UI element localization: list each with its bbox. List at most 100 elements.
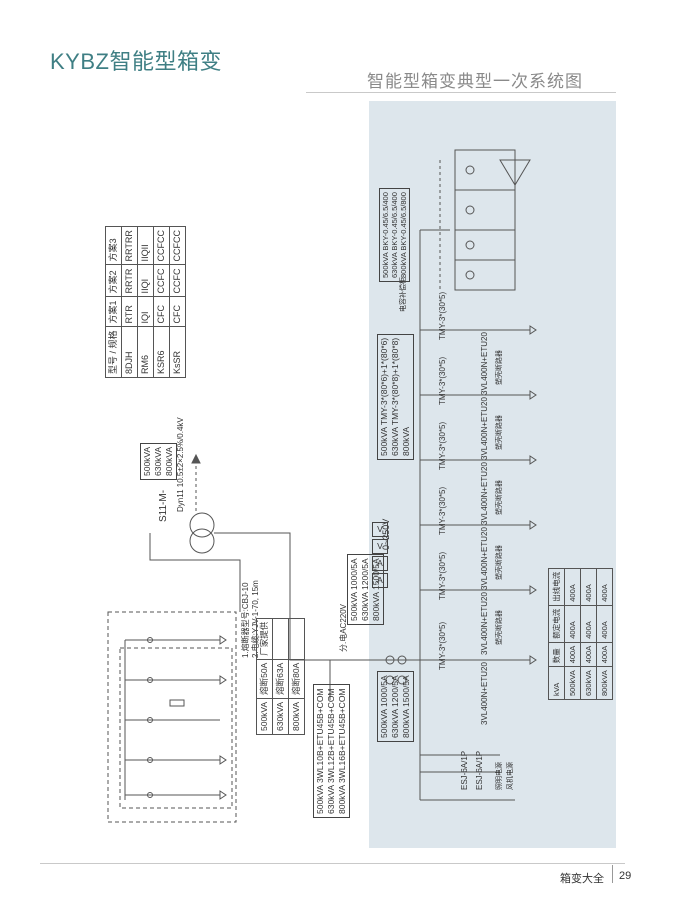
hv-fuse-table: 500kVA 熔断50A 厂家提供 630kVA 熔断63A 800kVA 熔断… xyxy=(256,618,305,735)
busbar-line: 800kVA xyxy=(401,426,411,456)
feeder-breaker: 3VL400N+ETU20 xyxy=(480,462,489,525)
brand-title: KYBZ智能型箱变 xyxy=(50,49,222,74)
table-cell: 400A xyxy=(580,568,597,606)
feeder-bus-label: TMY-3*(30*5) xyxy=(438,621,447,670)
ammeter-icon: A xyxy=(372,573,388,588)
table-cell: RTR xyxy=(121,296,138,327)
capacitor-cabinet-outline xyxy=(454,149,516,291)
table-cell: KsSR xyxy=(169,326,186,378)
feeder-sublabel: 塑壳断路器 xyxy=(496,610,503,645)
header-spec: 规格 xyxy=(108,330,118,349)
feeder-bus-label: TMY-3*(30*5) xyxy=(438,421,447,470)
page-number: 29 xyxy=(619,870,632,882)
transformer-rating: 800kVA xyxy=(164,446,174,476)
scheme-col-header: 方案2 xyxy=(105,264,122,297)
scheme-col-header: 方案1 xyxy=(105,296,122,327)
capacitor-label: 电容补偿柜 xyxy=(400,277,407,312)
table-row: 8DJH RTR RRTR RRTRR xyxy=(121,226,138,378)
feeder-breaker: 3VL400N+ETU20 xyxy=(480,397,489,460)
feeder-table-container: kVA 数量 额定电流 出线电流 500kVA 400A 400A 400A 6… xyxy=(548,568,613,700)
table-cell: 400A xyxy=(596,605,613,643)
table-row: 800kVA 400A 400A 400A xyxy=(596,568,613,700)
transformer-rating-box: 500kVA 630kVA 800kVA xyxy=(140,442,177,480)
table-row: 500kVA 400A 400A 400A xyxy=(564,568,581,700)
footer-separator xyxy=(612,865,613,883)
transformer-rating: 630kVA xyxy=(153,446,163,476)
main-breaker-line: 500kVA 3WL10B+ETU45B+COM xyxy=(315,688,325,814)
capacitor-line: 630kVA BKY-0.45/6.5/400 xyxy=(390,192,399,278)
feeder-breaker: 3VL400N+ETU20 xyxy=(480,332,489,395)
table-cell: RRTRR xyxy=(121,226,138,265)
table-row: 630kVA 熔断63A xyxy=(272,618,289,735)
table-cell: 400A xyxy=(596,642,613,667)
ct-line: 500kVA 1000/5A xyxy=(349,558,359,621)
main-breaker-line: 800kVA 3WL16B+ETU45B+COM xyxy=(337,688,347,814)
voltmeter-icon: V xyxy=(372,522,388,537)
meter-symbols: V V A A xyxy=(372,522,402,588)
table-header-cell: 额定电流 xyxy=(548,605,565,643)
table-cell: CCFCC xyxy=(153,226,170,265)
table-cell: KSR6 xyxy=(153,326,170,378)
table-cell: 630kVA xyxy=(272,698,289,735)
table-row: KSR6 CFC CCFC CCFCC xyxy=(153,226,170,378)
voltmeter-icon: V xyxy=(372,539,388,554)
table-header-cell: 数量 xyxy=(548,642,565,667)
hv-fuse-table-container: 500kVA 熔断50A 厂家提供 630kVA 熔断63A 800kVA 熔断… xyxy=(256,618,305,735)
ammeter-icon: A xyxy=(372,556,388,571)
busbar-line: 500kVA TMY-3*(80*6)+1*(80*6) xyxy=(379,337,389,456)
table-cell: RM6 xyxy=(137,326,154,378)
feeder-sublabel: 塑壳断路器 xyxy=(496,350,503,385)
feeder-table: kVA 数量 额定电流 出线电流 500kVA 400A 400A 400A 6… xyxy=(548,568,613,700)
main-breaker-line: 630kVA 3WL12B+ETU45B+COM xyxy=(326,688,336,814)
footer-rule xyxy=(40,863,625,864)
table-cell: 500kVA xyxy=(256,698,273,735)
transformer-connection: Dyn11 10.5±2×2.5%/0.4kV xyxy=(176,417,185,512)
table-cell: 500kVA xyxy=(564,666,581,700)
table-cell: 400A xyxy=(580,642,597,667)
table-row: 800kVA 熔断80A xyxy=(288,618,305,735)
table-cell: RRTR xyxy=(121,264,138,297)
table-cell: CCFC xyxy=(169,264,186,297)
table-cell: CCFCC xyxy=(169,226,186,265)
main-breaker-box: 500kVA 3WL10B+ETU45B+COM 630kVA 3WL12B+E… xyxy=(313,684,350,818)
table-cell: IIQI xyxy=(137,264,154,297)
feeder-bus-label: TMY-3*(30*5) xyxy=(438,551,447,600)
scheme-table-container: 型号 / 规格 方案1 方案2 方案3 8DJH RTR RRTR RRTRR … xyxy=(105,226,186,378)
transformer-winding-2 xyxy=(189,528,215,554)
main-ct-line: 800kVA 1500/5A xyxy=(401,675,411,738)
capacitor-line: 500kVA BKY-0.45/6.5/400 xyxy=(381,192,390,278)
spd-model: ESJ-6A/1P xyxy=(460,750,469,790)
hv-switchgear-outline xyxy=(107,611,237,823)
feeder-sublabel: 塑壳断路器 xyxy=(496,415,503,450)
header-model: 型号 xyxy=(108,355,118,374)
ct-line: 630kVA 1200/5A xyxy=(360,558,370,621)
table-row: RM6 IQI IIQI IIQII xyxy=(137,226,154,378)
main-ct-line: 630kVA 1200/5A xyxy=(390,675,400,738)
footer-label: 箱变大全 xyxy=(560,873,604,885)
main-ct-box: 500kVA 1000/5A 630kVA 1200/5A 800kVA 150… xyxy=(377,671,414,742)
transformer-model: S11-M- xyxy=(158,489,169,522)
main-ct-line: 500kVA 1000/5A xyxy=(379,675,389,738)
feeder-breaker: 3VL400N+ETU20 xyxy=(480,662,489,725)
table-cell: CCFC xyxy=(153,264,170,297)
feeder-breaker: 3VL400N+ETU20 xyxy=(480,527,489,590)
table-row: kVA 数量 额定电流 出线电流 xyxy=(548,568,565,700)
heading-rule xyxy=(306,92,616,93)
hv-inner-outline xyxy=(119,647,233,809)
table-cell: 630kVA xyxy=(580,666,597,700)
capacitor-line: 800kVA BKY-0.45/6.5/800 xyxy=(399,192,408,278)
table-row: 500kVA 熔断50A 厂家提供 xyxy=(256,618,273,735)
scheme-col-header: 方案3 xyxy=(105,226,122,265)
feeder-bus-label: TMY-3*(30*5) xyxy=(438,486,447,535)
table-cell: CFC xyxy=(169,296,186,327)
table-cell: 400A xyxy=(564,568,581,606)
table-cell: 800kVA xyxy=(596,666,613,700)
table-header-cell: kVA xyxy=(548,666,565,700)
feeder-bus-label: TMY-3*(30*5) xyxy=(438,356,447,405)
busbar-line: 630kVA TMY-3*(80*8)+1*(80*8) xyxy=(390,337,400,456)
table-cell: 厂家提供 xyxy=(256,618,273,660)
feeder-sublabel: 塑壳断路器 xyxy=(496,480,503,515)
scheme-table: 型号 / 规格 方案1 方案2 方案3 8DJH RTR RRTR RRTRR … xyxy=(105,226,186,378)
spd-model: ESJ-6A/1P xyxy=(475,750,484,790)
